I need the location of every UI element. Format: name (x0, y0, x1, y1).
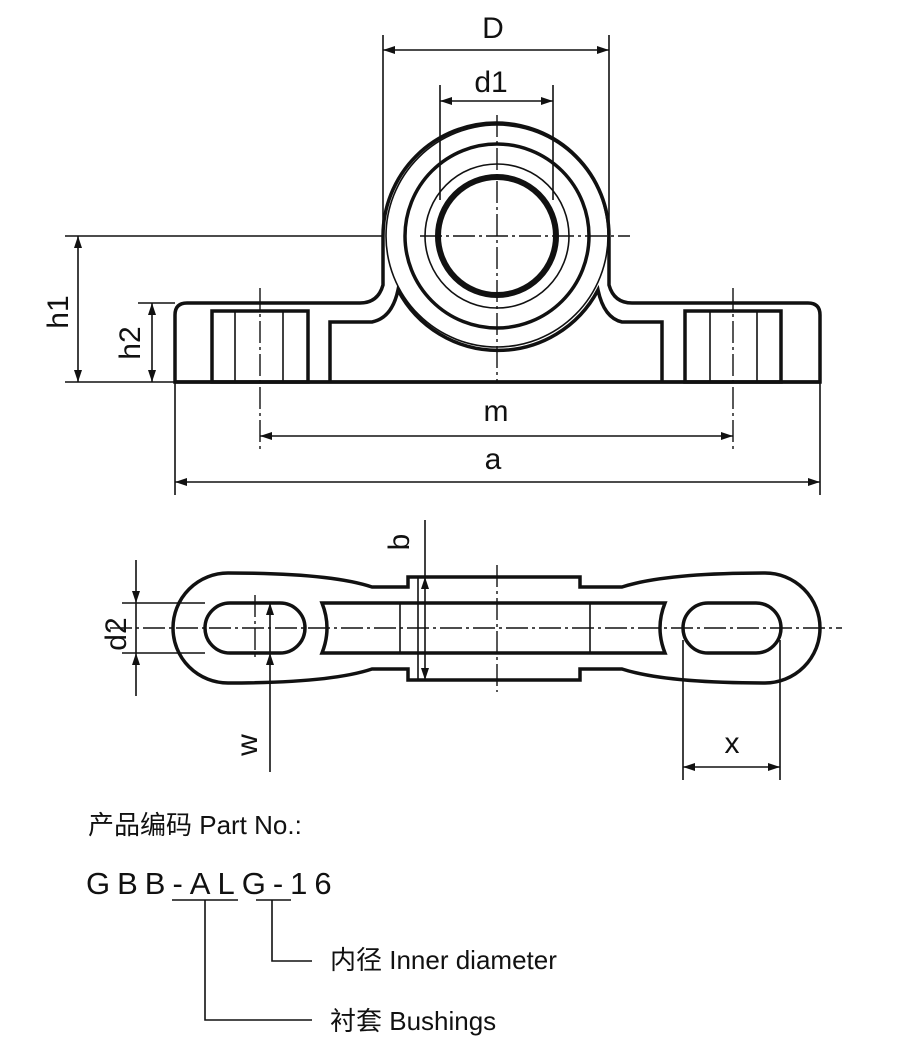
part-prefix: GBB- (86, 866, 190, 901)
dim-label-x: x (725, 727, 740, 760)
housing-outline (171, 571, 822, 685)
dim-label-a: a (485, 443, 502, 476)
front-section-view: D d1 h1 h2 m a (42, 12, 822, 495)
dim-label-h1: h1 (42, 295, 75, 328)
dim-label-d2: d2 (100, 617, 133, 650)
part-number-key: 产品编码 Part No.: GBB-ALG-16 内径 Inner diame… (86, 810, 557, 1036)
part-separator: - (273, 866, 290, 901)
dim-label-D: D (482, 12, 504, 45)
housing-body (173, 121, 822, 384)
part-size: 16 (290, 866, 338, 901)
dim-label-b: b (383, 534, 416, 551)
housing-cavity (328, 284, 664, 382)
legend-inner-diameter: 内径 Inner diameter (330, 945, 557, 975)
dim-label-w: w (231, 734, 264, 757)
plan-view: d2 b w x (100, 520, 842, 780)
part-series: ALG (190, 866, 273, 901)
dim-label-d1: d1 (474, 66, 507, 99)
part-number: GBB-ALG-16 (86, 866, 339, 901)
dim-label-m: m (484, 395, 509, 428)
legend-bushings: 衬套 Bushings (330, 1006, 496, 1036)
dim-label-h2: h2 (114, 326, 147, 359)
part-no-heading: 产品编码 Part No.: (88, 810, 302, 840)
center-channel (319, 601, 668, 655)
